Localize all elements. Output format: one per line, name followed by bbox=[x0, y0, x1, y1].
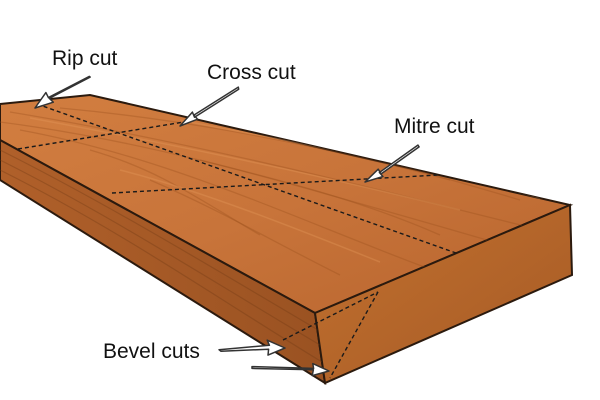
mitre-cut-label: Mitre cut bbox=[394, 115, 475, 138]
cross-cut-label: Cross cut bbox=[207, 61, 296, 84]
annotation-arrows bbox=[34, 75, 420, 377]
cross-cut-line bbox=[17, 120, 191, 150]
rip-cut-label: Rip cut bbox=[52, 47, 118, 70]
wood-grain-front bbox=[0, 149, 323, 363]
mitre-cut-arrow bbox=[364, 144, 420, 183]
bevel-cut-arrow-2 bbox=[251, 362, 330, 377]
cross-cut-arrow bbox=[179, 86, 240, 127]
bevel-cut-line-diagonal bbox=[282, 291, 379, 341]
bevel-cut-line-end bbox=[329, 291, 379, 379]
rip-cut-arrow bbox=[34, 75, 91, 109]
mitre-cut-line bbox=[111, 174, 439, 194]
cut-lines bbox=[17, 103, 457, 379]
bevel-cut-arrow-1 bbox=[218, 339, 286, 356]
bevel-cuts-label: Bevel cuts bbox=[103, 340, 200, 363]
plank-end-face bbox=[313, 203, 574, 385]
